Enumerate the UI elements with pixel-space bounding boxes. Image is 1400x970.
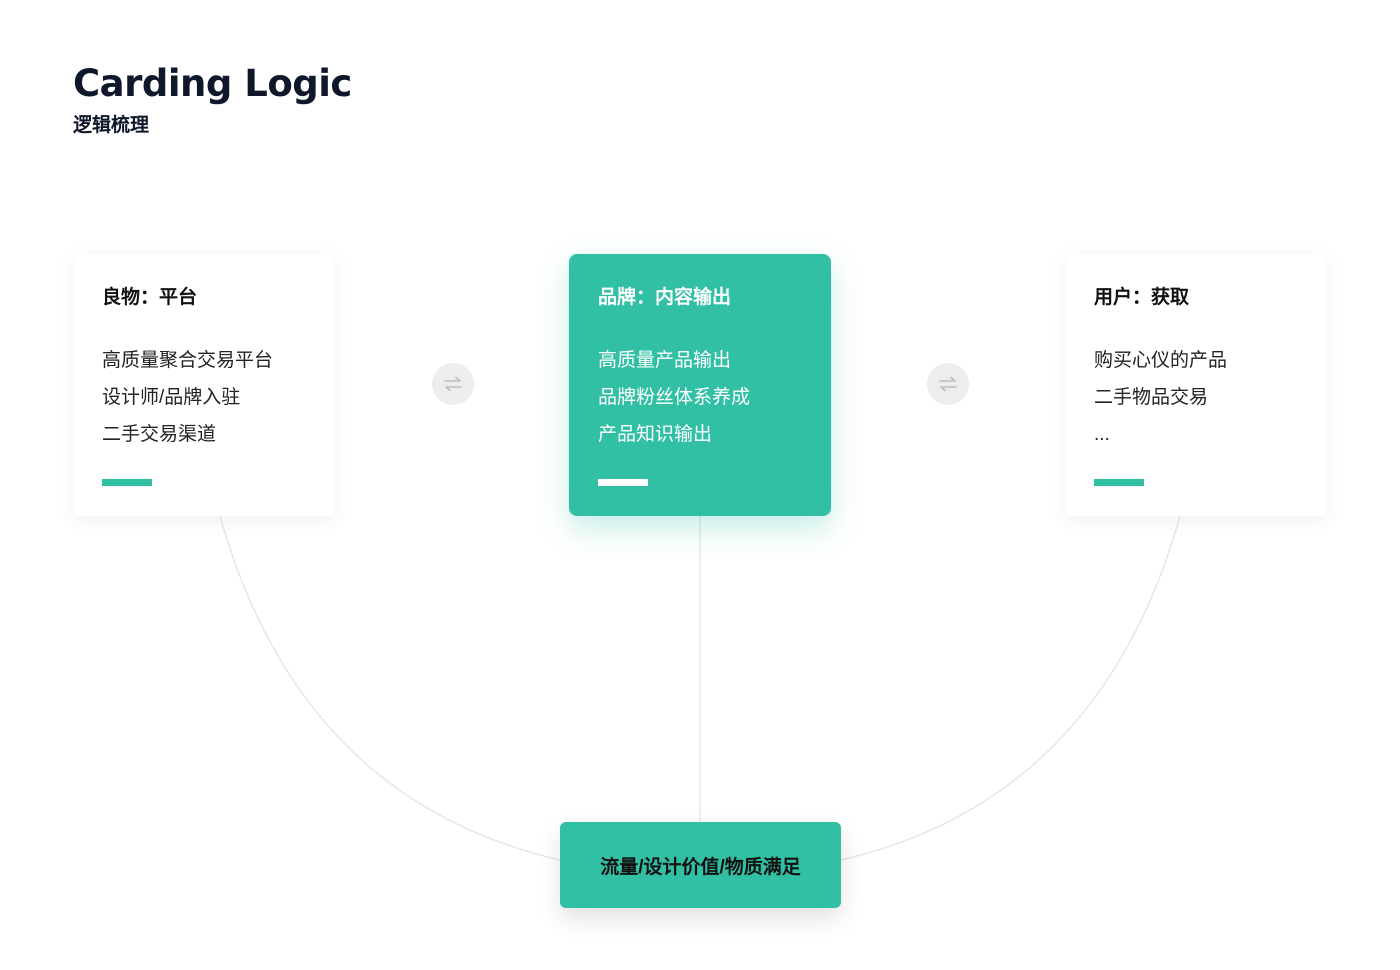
card-brand: 品牌：内容输出 高质量产品输出 品牌粉丝体系养成 产品知识输出 (569, 254, 831, 516)
card-title: 用户：获取 (1094, 287, 1190, 308)
swap-button-left[interactable] (432, 363, 474, 405)
list-item: 二手交易渠道 (102, 424, 217, 445)
list-item: 品牌粉丝体系养成 (598, 387, 751, 408)
card-title: 良物：平台 (102, 287, 198, 308)
accent-bar (598, 479, 648, 486)
list-item: 高质量产品输出 (598, 350, 732, 371)
accent-bar (1094, 479, 1144, 486)
accent-bar (102, 479, 152, 486)
value-summary-box: 流量/设计价值/物质满足 (560, 822, 841, 908)
card-item-list: 高质量聚合交易平台 设计师/品牌入驻 二手交易渠道 (102, 342, 273, 453)
card-platform: 良物：平台 高质量聚合交易平台 设计师/品牌入驻 二手交易渠道 (73, 254, 335, 516)
list-item: ... (1094, 424, 1110, 445)
page-title: Carding Logic (73, 62, 352, 105)
list-item: 产品知识输出 (598, 424, 713, 445)
card-title: 品牌：内容输出 (598, 287, 732, 308)
arc-right (840, 515, 1181, 861)
list-item: 高质量聚合交易平台 (102, 350, 274, 371)
card-user: 用户：获取 购买心仪的产品 二手物品交易 ... (1065, 254, 1327, 516)
list-item: 二手物品交易 (1094, 387, 1209, 408)
card-item-list: 购买心仪的产品 二手物品交易 ... (1094, 342, 1227, 453)
value-summary-label: 流量/设计价值/物质满足 (600, 856, 801, 878)
swap-arrows-icon (939, 376, 957, 392)
arc-left (219, 515, 561, 861)
swap-button-right[interactable] (927, 363, 969, 405)
swap-arrows-icon (444, 376, 462, 392)
list-item: 购买心仪的产品 (1094, 350, 1228, 371)
card-item-list: 高质量产品输出 品牌粉丝体系养成 产品知识输出 (598, 342, 750, 453)
list-item: 设计师/品牌入驻 (102, 387, 241, 408)
page-subtitle: 逻辑梳理 (73, 114, 150, 136)
